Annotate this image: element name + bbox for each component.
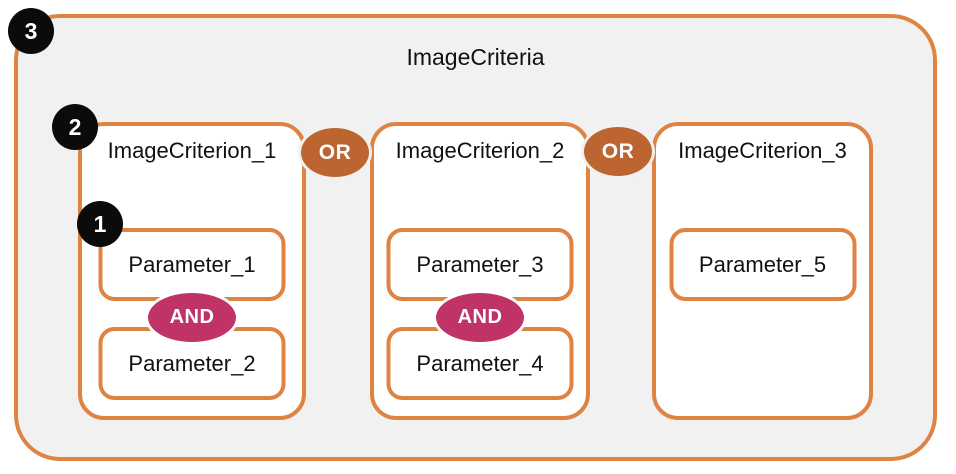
parameter-3-label: Parameter_3: [416, 251, 544, 277]
and-badge-1: AND: [145, 290, 239, 345]
image-criterion-3-label: ImageCriterion_3: [678, 138, 847, 163]
image-criterion-1-label: ImageCriterion_1: [107, 138, 277, 163]
parameter-5-label: Parameter_5: [698, 251, 827, 277]
parameter-3-box: Parameter_3: [386, 228, 574, 301]
image-criterion-2-label: ImageCriterion_2: [395, 138, 565, 163]
marker-3-badge: 3: [8, 8, 54, 54]
parameter-1-label: Parameter_1: [128, 251, 256, 277]
parameter-2-label: Parameter_2: [128, 350, 256, 376]
image-criteria-title: ImageCriteria: [406, 44, 545, 70]
and-badge-2: AND: [433, 290, 527, 345]
parameter-2-box: Parameter_2: [98, 327, 286, 400]
or-badge-2: OR: [581, 124, 655, 179]
marker-2-badge: 2: [52, 104, 98, 150]
parameter-4-label: Parameter_4: [416, 350, 544, 376]
marker-1-badge: 1: [77, 201, 123, 247]
image-criterion-3-box: ImageCriterion_3 Parameter_5: [652, 122, 873, 420]
parameter-5-box: Parameter_5: [669, 228, 856, 301]
image-criterion-1-box: ImageCriterion_1 Parameter_1 AND Paramet…: [78, 122, 306, 420]
image-criterion-2-box: ImageCriterion_2 Parameter_3 AND Paramet…: [370, 122, 590, 420]
or-badge-1: OR: [298, 125, 372, 180]
